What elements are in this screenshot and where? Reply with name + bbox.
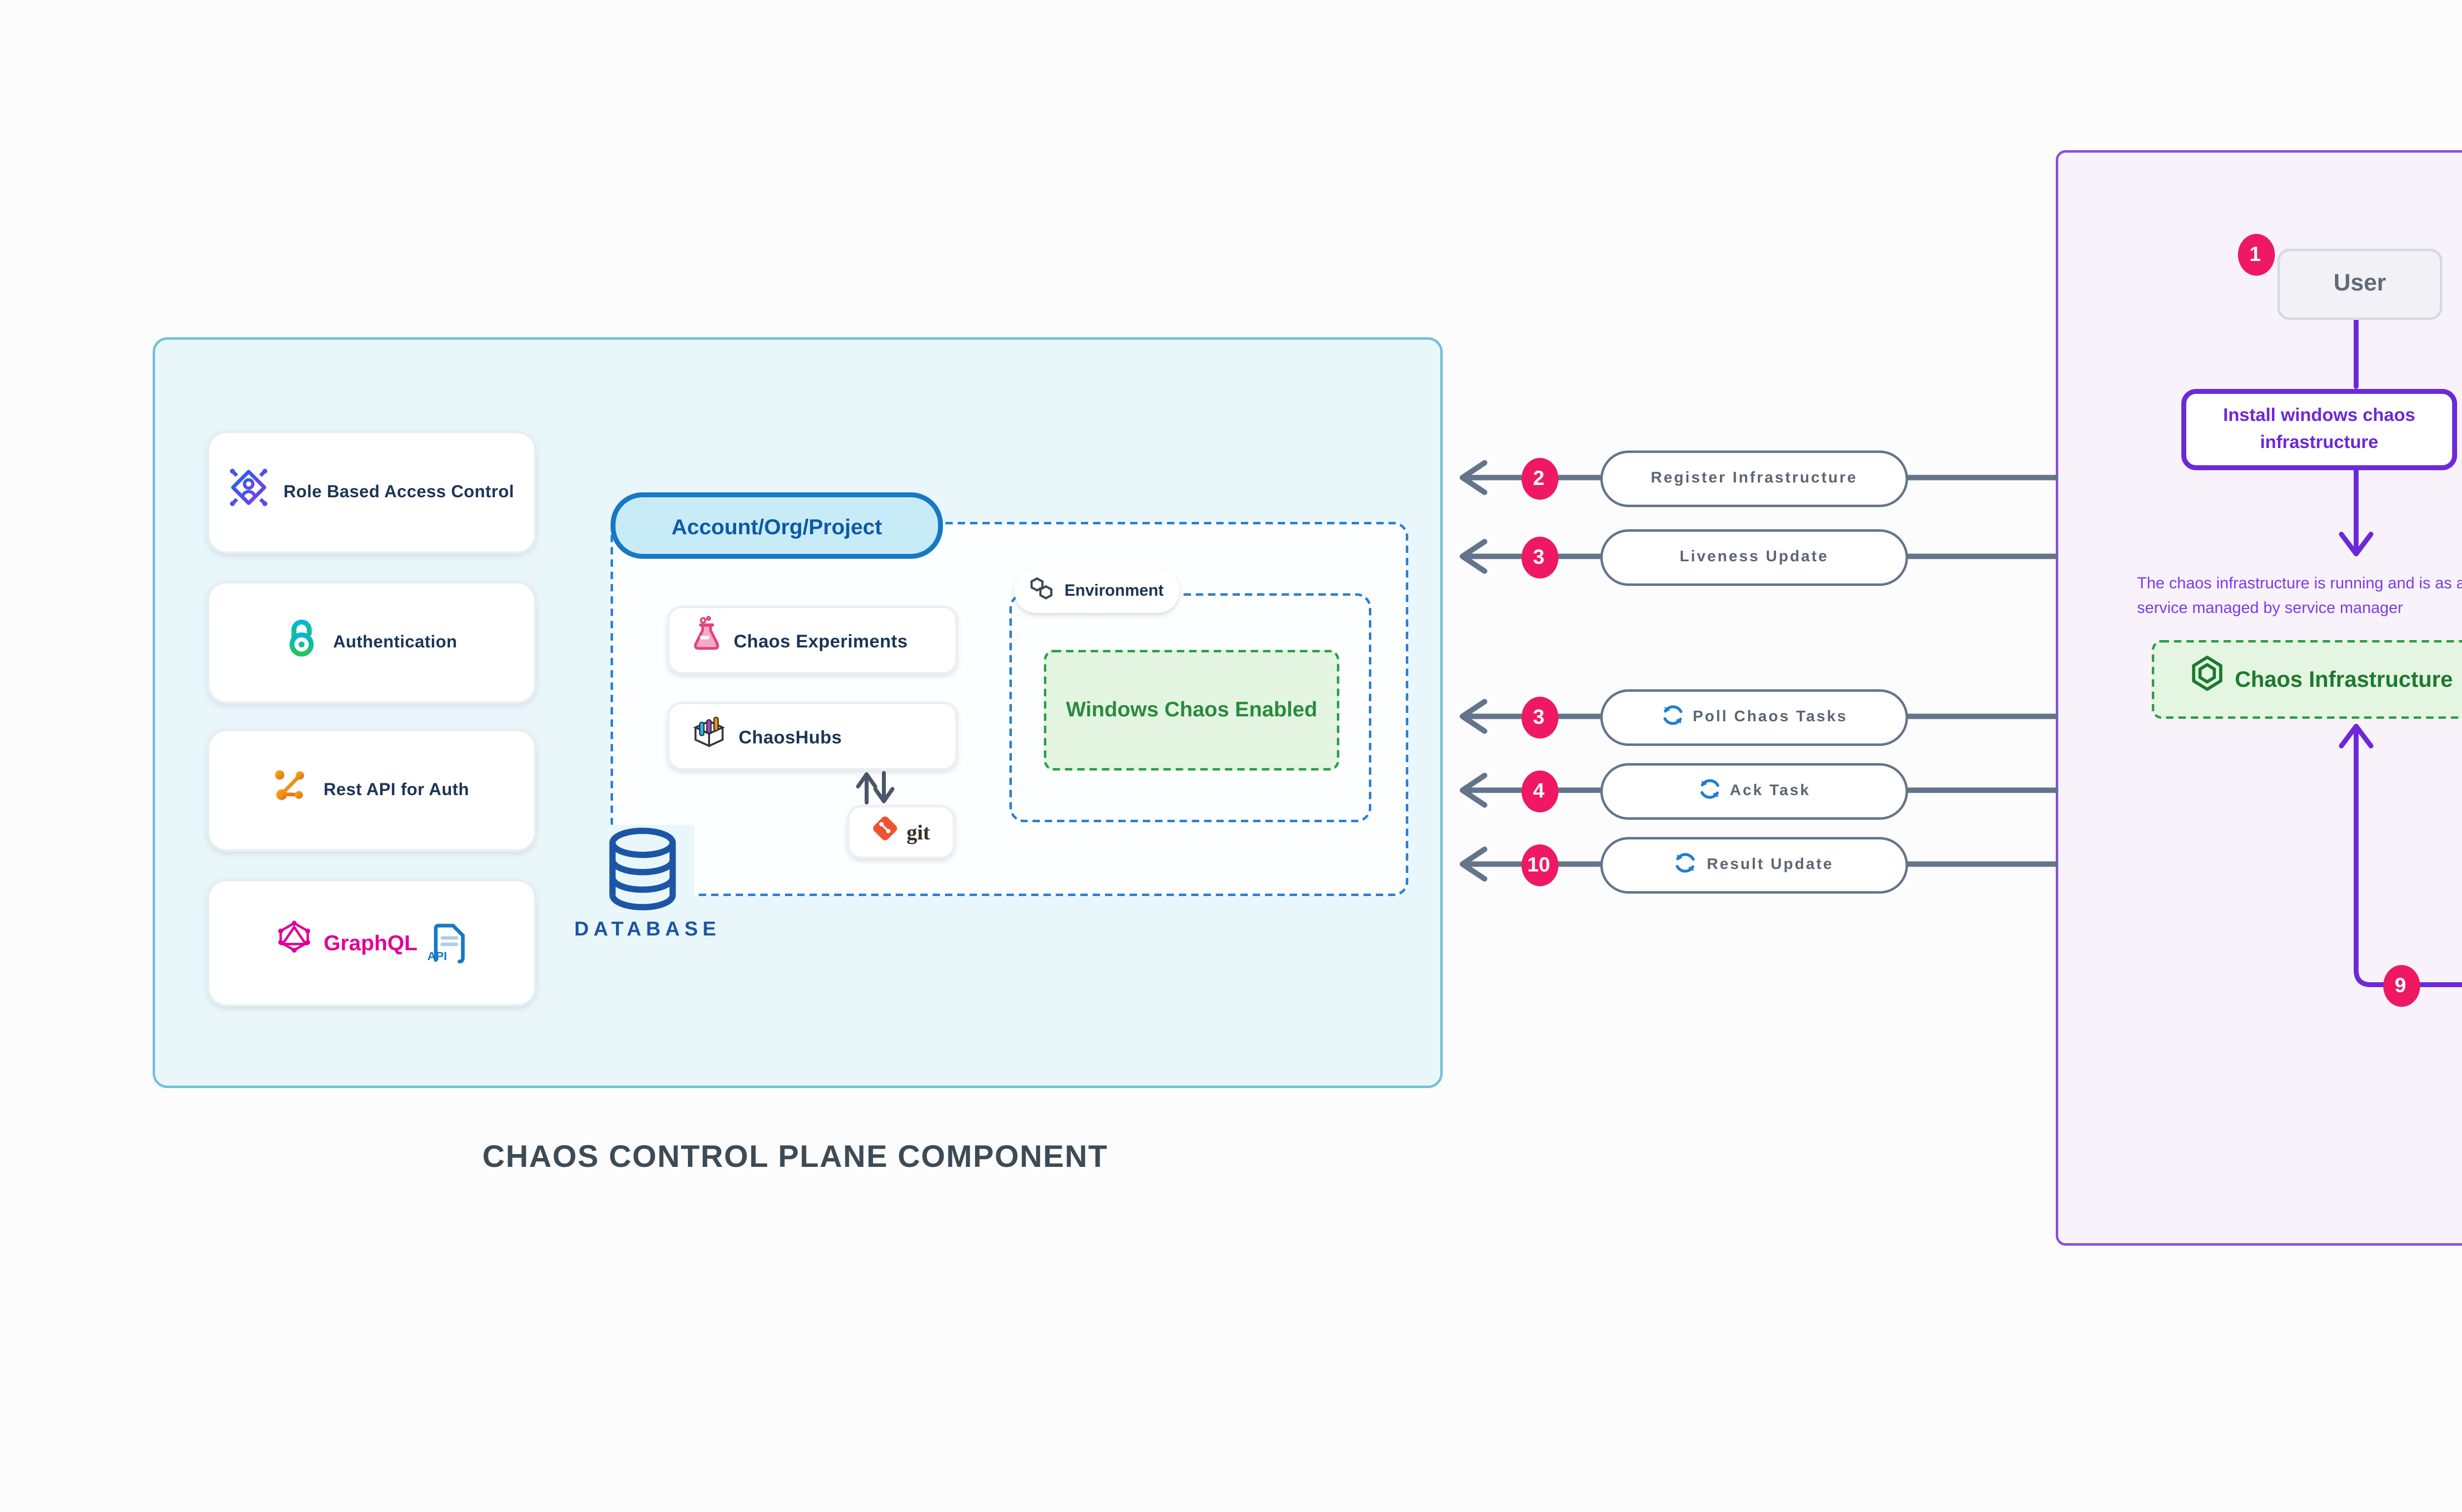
- step-badge-9: 9: [2382, 964, 2419, 1006]
- api-doc-label: API: [427, 951, 447, 964]
- chaos-infrastructure-label: Chaos Infrastructure: [2235, 667, 2453, 692]
- card-rbac-label: Role Based Access Control: [283, 483, 515, 501]
- environment-tab: Environment: [1014, 569, 1179, 613]
- poll-chaos-tasks-label: Poll Chaos Tasks: [1692, 708, 1848, 725]
- infra-running-note: The chaos infrastructure is running and …: [2137, 576, 2462, 617]
- chaoshubs-card: ChaosHubs: [667, 702, 958, 771]
- arrowhead-register: [1459, 460, 1488, 495]
- register-infrastructure-pill: Register Infrastructure: [1600, 449, 1908, 506]
- chaoshubs-label: ChaosHubs: [739, 725, 842, 747]
- graphql-icon: [279, 921, 312, 965]
- result-update-label: Result Update: [1707, 855, 1834, 873]
- card-rbac: Role Based Access Control: [207, 431, 537, 554]
- liveness-update-pill: Liveness Update: [1600, 528, 1908, 585]
- ack-task-label: Ack Task: [1729, 781, 1811, 799]
- step-badge-4: 4: [1520, 769, 1557, 811]
- install-windows-box: Install windows chaos infrastructure: [2181, 389, 2457, 470]
- sync-icon: [1675, 842, 1697, 886]
- database-label: DATABASE: [574, 918, 721, 940]
- ack-task-pill: Ack Task: [1600, 762, 1908, 819]
- rest-api-icon: [274, 767, 309, 814]
- line-install-to-infra: [2339, 468, 2373, 556]
- api-doc-icon: API: [427, 922, 464, 964]
- auth-lock-icon: [286, 617, 318, 669]
- control-plane-title: CHAOS CONTROL PLANE COMPONENT: [482, 1140, 1108, 1174]
- card-rest-api: Rest API for Auth: [207, 729, 537, 852]
- step-badge-2: 2: [1520, 456, 1557, 499]
- arrowhead-result: [1459, 846, 1488, 882]
- sync-icon: [1698, 768, 1720, 812]
- database-icon: [591, 825, 694, 913]
- chaos-infrastructure-box: Chaos Infrastructure: [2152, 640, 2462, 719]
- arrowhead-ack: [1459, 772, 1488, 808]
- arrowhead-poll: [1459, 699, 1488, 734]
- account-org-project-pill: Account/Org/Project: [611, 492, 943, 559]
- user-box: User: [2277, 249, 2442, 320]
- result-update-pill: Result Update: [1600, 836, 1908, 893]
- line-results-to-infra: [2339, 724, 2462, 987]
- environment-label: Environment: [1064, 582, 1164, 600]
- git-card: git: [847, 805, 955, 859]
- chaos-experiments-label: Chaos Experiments: [734, 629, 908, 651]
- liveness-update-label: Liveness Update: [1680, 547, 1829, 565]
- chaoshubs-icon: [692, 713, 726, 760]
- register-infrastructure-label: Register Infrastructure: [1651, 469, 1858, 486]
- step-badge-10: 10: [1520, 843, 1557, 885]
- step-badge-3b: 3: [1520, 695, 1557, 738]
- card-authentication-label: Authentication: [333, 634, 457, 651]
- git-up-arrow: [856, 772, 877, 804]
- arrowhead-liveness: [1459, 539, 1488, 574]
- chaos-infrastructure-icon: [2191, 655, 2223, 704]
- rbac-icon: [229, 467, 269, 518]
- account-org-project-label: Account/Org/Project: [671, 513, 882, 538]
- card-rest-api-label: Rest API for Auth: [324, 781, 469, 799]
- git-down-arrow: [873, 771, 895, 804]
- git-icon: [872, 810, 899, 854]
- windows-chaos-enabled-box: Windows Chaos Enabled: [1044, 650, 1339, 771]
- sync-icon: [1661, 694, 1683, 739]
- poll-chaos-tasks-pill: Poll Chaos Tasks: [1600, 688, 1908, 745]
- windows-chaos-enabled-label: Windows Chaos Enabled: [1066, 696, 1318, 721]
- card-authentication: Authentication: [207, 581, 537, 704]
- chaos-experiments-card: Chaos Experiments: [667, 606, 958, 675]
- step-badge-1: 1: [2236, 232, 2274, 275]
- flask-icon: [692, 615, 721, 665]
- git-label: git: [907, 820, 930, 844]
- step-badge-3: 3: [1520, 535, 1557, 578]
- card-graphql: GraphQL API: [207, 879, 537, 1007]
- environment-icon: [1030, 569, 1055, 613]
- card-graphql-label: GraphQL: [324, 931, 418, 955]
